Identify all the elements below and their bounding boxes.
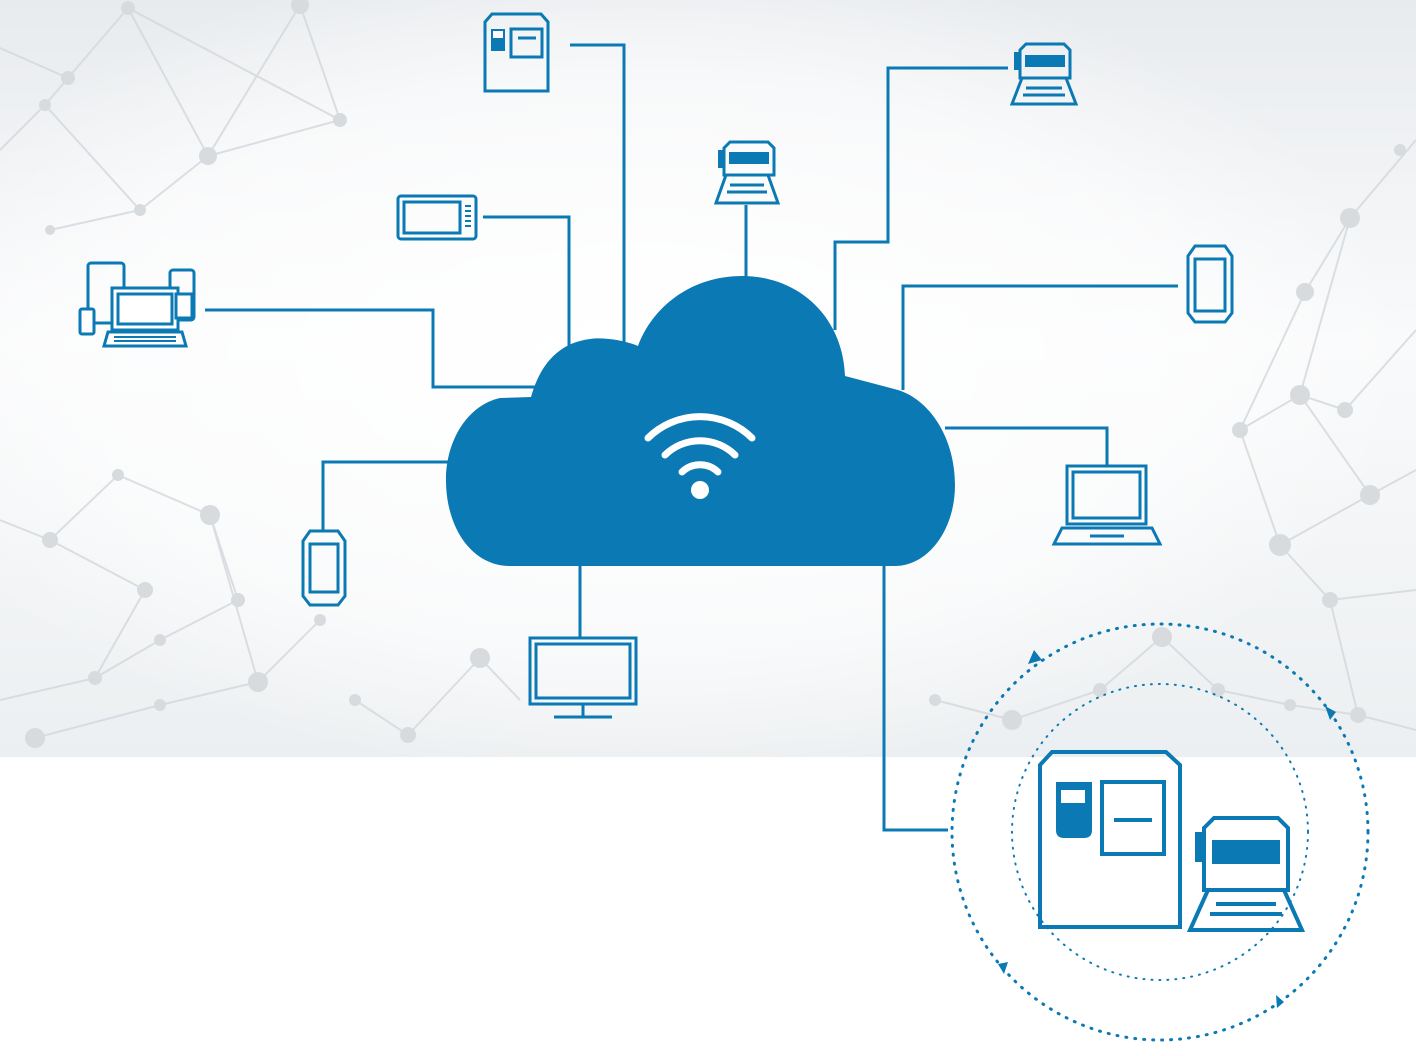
connector-tablet-landscape bbox=[483, 215, 571, 350]
wifi-dot bbox=[691, 481, 709, 499]
inner-dotted-circle bbox=[1011, 683, 1309, 981]
laptop-icon bbox=[1051, 464, 1163, 546]
connectors bbox=[205, 43, 1178, 832]
connector-printer-cluster bbox=[882, 560, 948, 832]
printer-cluster-group bbox=[950, 622, 1370, 1042]
connector-handheld-left bbox=[321, 460, 448, 530]
connector-laptop-right bbox=[945, 426, 1109, 465]
label-printer-icon bbox=[1009, 42, 1079, 106]
wifi-icon bbox=[644, 413, 756, 476]
connector-label-printer-top-right bbox=[833, 66, 1008, 330]
industrial-printer-icon bbox=[483, 12, 550, 93]
connector-handheld-right bbox=[901, 284, 1178, 390]
cloud-shape bbox=[446, 276, 955, 566]
handheld-scanner-icon bbox=[301, 529, 347, 607]
connector-industrial-printer-top bbox=[570, 43, 626, 345]
label-printer-icon bbox=[713, 140, 781, 205]
handheld-scanner-icon bbox=[1186, 244, 1234, 324]
cloud-hub bbox=[446, 276, 955, 566]
rotation-arrow-icon bbox=[998, 650, 1336, 1008]
label-printer-icon bbox=[1186, 816, 1306, 932]
tablet-icon bbox=[396, 194, 478, 241]
monitor-icon bbox=[528, 636, 638, 719]
multi-device-icon bbox=[78, 261, 196, 348]
connector-device-group bbox=[205, 308, 538, 389]
outer-dotted-circle bbox=[950, 622, 1370, 1042]
industrial-printer-icon bbox=[1038, 750, 1182, 929]
background-network-nodes bbox=[25, 0, 1406, 748]
